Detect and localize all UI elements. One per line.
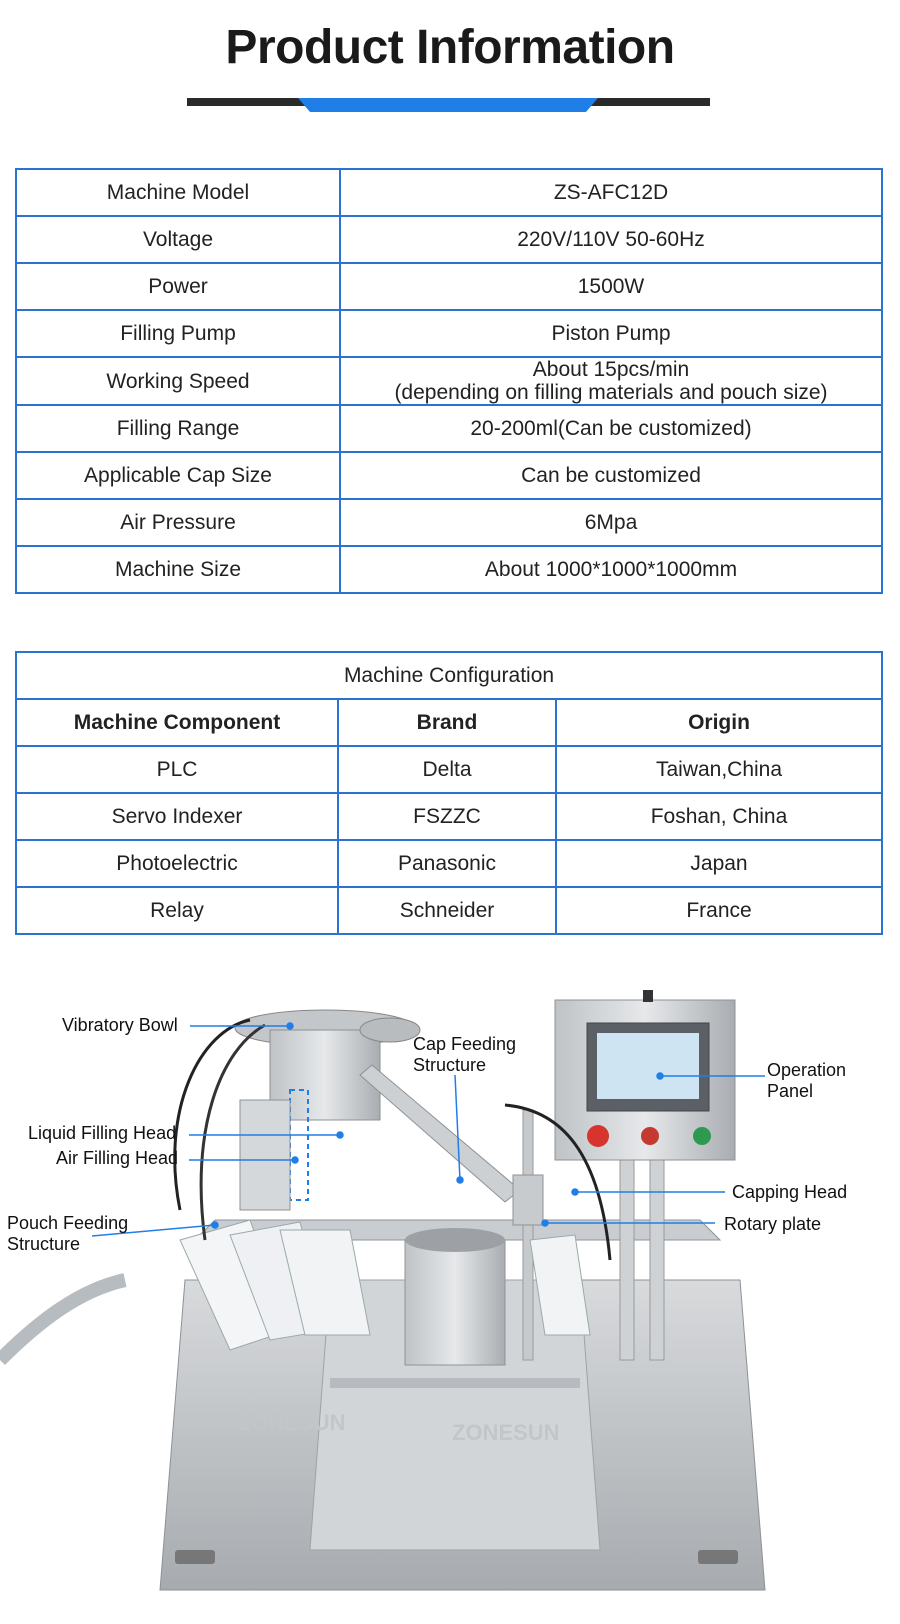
machine-configuration-table: Machine Configuration Machine Component … <box>14 651 884 935</box>
table-cell: Japan <box>554 839 884 888</box>
spec-label: Power <box>15 262 341 311</box>
spec-label: Filling Pump <box>15 309 341 358</box>
table-title-row: Machine Configuration <box>14 651 884 700</box>
spec-value-line: About 15pcs/min <box>532 358 690 381</box>
spec-value: ZS-AFC12D <box>339 168 883 217</box>
column-header: Origin <box>554 698 884 747</box>
operation-panel-box <box>554 990 736 1161</box>
spec-value: Can be customized <box>339 451 883 501</box>
label-vibratory-bowl: Vibratory Bowl <box>62 1015 178 1035</box>
pouches <box>179 1219 591 1351</box>
label-capping-head: Capping Head <box>732 1182 847 1202</box>
column-header: Brand <box>337 698 557 747</box>
table-cell: Foshan, China <box>554 792 884 841</box>
label-pouch-feeding: Pouch Feeding <box>7 1213 128 1233</box>
table-cell: Delta <box>337 745 557 794</box>
label-air-filling-head: Air Filling Head <box>56 1148 178 1168</box>
title-underline-accent <box>298 98 598 112</box>
spec-value: 1500W <box>339 262 883 311</box>
spec-label: Filling Range <box>15 404 341 454</box>
label-pouch-feeding-2: Structure <box>7 1234 80 1254</box>
table-cell: FSZZC <box>337 792 557 841</box>
table-cell: Photoelectric <box>15 839 339 888</box>
table-cell: Schneider <box>337 886 557 935</box>
page-title: Product Information <box>225 21 675 74</box>
spec-label: Working Speed <box>15 355 341 407</box>
callout-lines <box>91 1022 765 1237</box>
label-rotary-plate: Rotary plate <box>724 1214 821 1234</box>
label-cap-feeding-2: Structure <box>413 1055 486 1075</box>
column-header: Machine Component <box>15 698 339 747</box>
spec-value: 20-200ml(Can be customized) <box>339 404 883 454</box>
spec-value: Piston Pump <box>339 309 883 358</box>
spec-value: About 1000*1000*1000mm <box>339 545 883 595</box>
table-header-row: Machine Component Brand Origin <box>15 698 884 747</box>
spec-label: Machine Size <box>15 545 341 595</box>
watermark-text: ZONESUN <box>238 1410 346 1435</box>
label-liquid-filling-head: Liquid Filling Head <box>28 1123 176 1143</box>
table-cell: Servo Indexer <box>15 792 339 841</box>
table-cell: Taiwan,China <box>554 745 884 794</box>
spec-label: Air Pressure <box>15 498 341 548</box>
label-operation-panel-2: Panel <box>767 1081 813 1101</box>
spec-label: Machine Model <box>15 168 341 217</box>
machine-photo: ZONESUN ZONESUN Vibratory Bowl Cap Feedi… <box>0 990 847 1591</box>
spec-value-note: (depending on filling materials and pouc… <box>394 381 828 405</box>
table-cell: France <box>554 886 884 935</box>
spec-value: 220V/110V 50-60Hz <box>339 215 883 264</box>
watermark-text: ZONESUN <box>452 1420 560 1445</box>
spec-value: About 15pcs/min(depending on filling mat… <box>339 355 883 407</box>
table-cell: Relay <box>15 886 339 935</box>
table-cell: PLC <box>15 745 339 794</box>
table-cell: Panasonic <box>337 839 557 888</box>
label-cap-feeding: Cap Feeding <box>413 1034 516 1054</box>
label-operation-panel: Operation <box>767 1060 846 1080</box>
spec-value: 6Mpa <box>339 498 883 548</box>
spec-label: Voltage <box>15 215 341 264</box>
spec-label: Applicable Cap Size <box>15 451 341 501</box>
table-title: Machine Configuration <box>14 651 884 700</box>
